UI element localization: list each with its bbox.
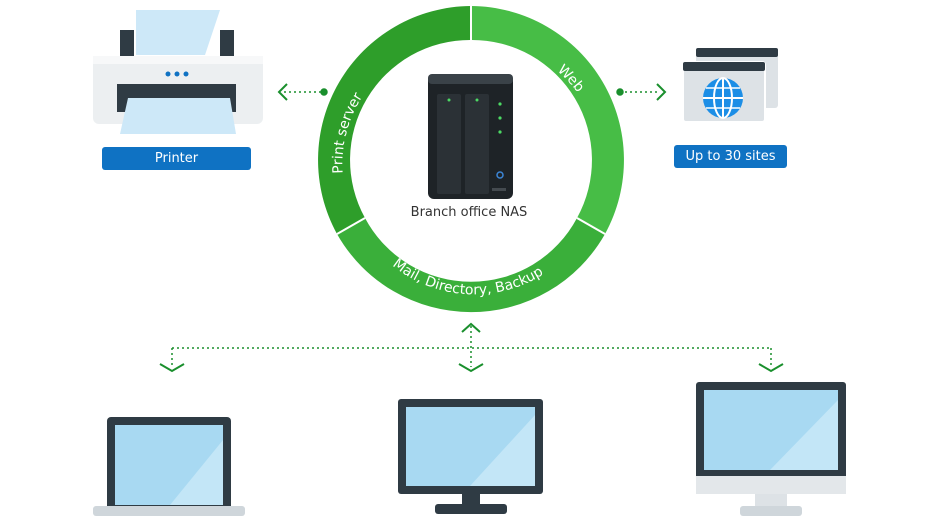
monitor-icon (398, 399, 543, 514)
ring-segment-mail (337, 218, 605, 313)
sites-connection-arrow (616, 83, 667, 101)
printer-icon (93, 10, 263, 134)
sites-label: Up to 30 sites (674, 145, 787, 168)
web-sites-icon (682, 48, 778, 123)
ring-segment-web (471, 6, 624, 234)
client-connection-lines (159, 322, 784, 373)
printer-label: Printer (102, 147, 251, 170)
service-ring (318, 6, 624, 313)
globe-icon (703, 77, 743, 119)
center-label-nas: Branch office NAS (410, 205, 528, 220)
nas-icon (428, 74, 513, 199)
ring-segment-print (318, 6, 471, 234)
printer-connection-arrow (277, 83, 328, 101)
desktop-icon (696, 382, 846, 516)
laptop-icon (93, 417, 245, 516)
